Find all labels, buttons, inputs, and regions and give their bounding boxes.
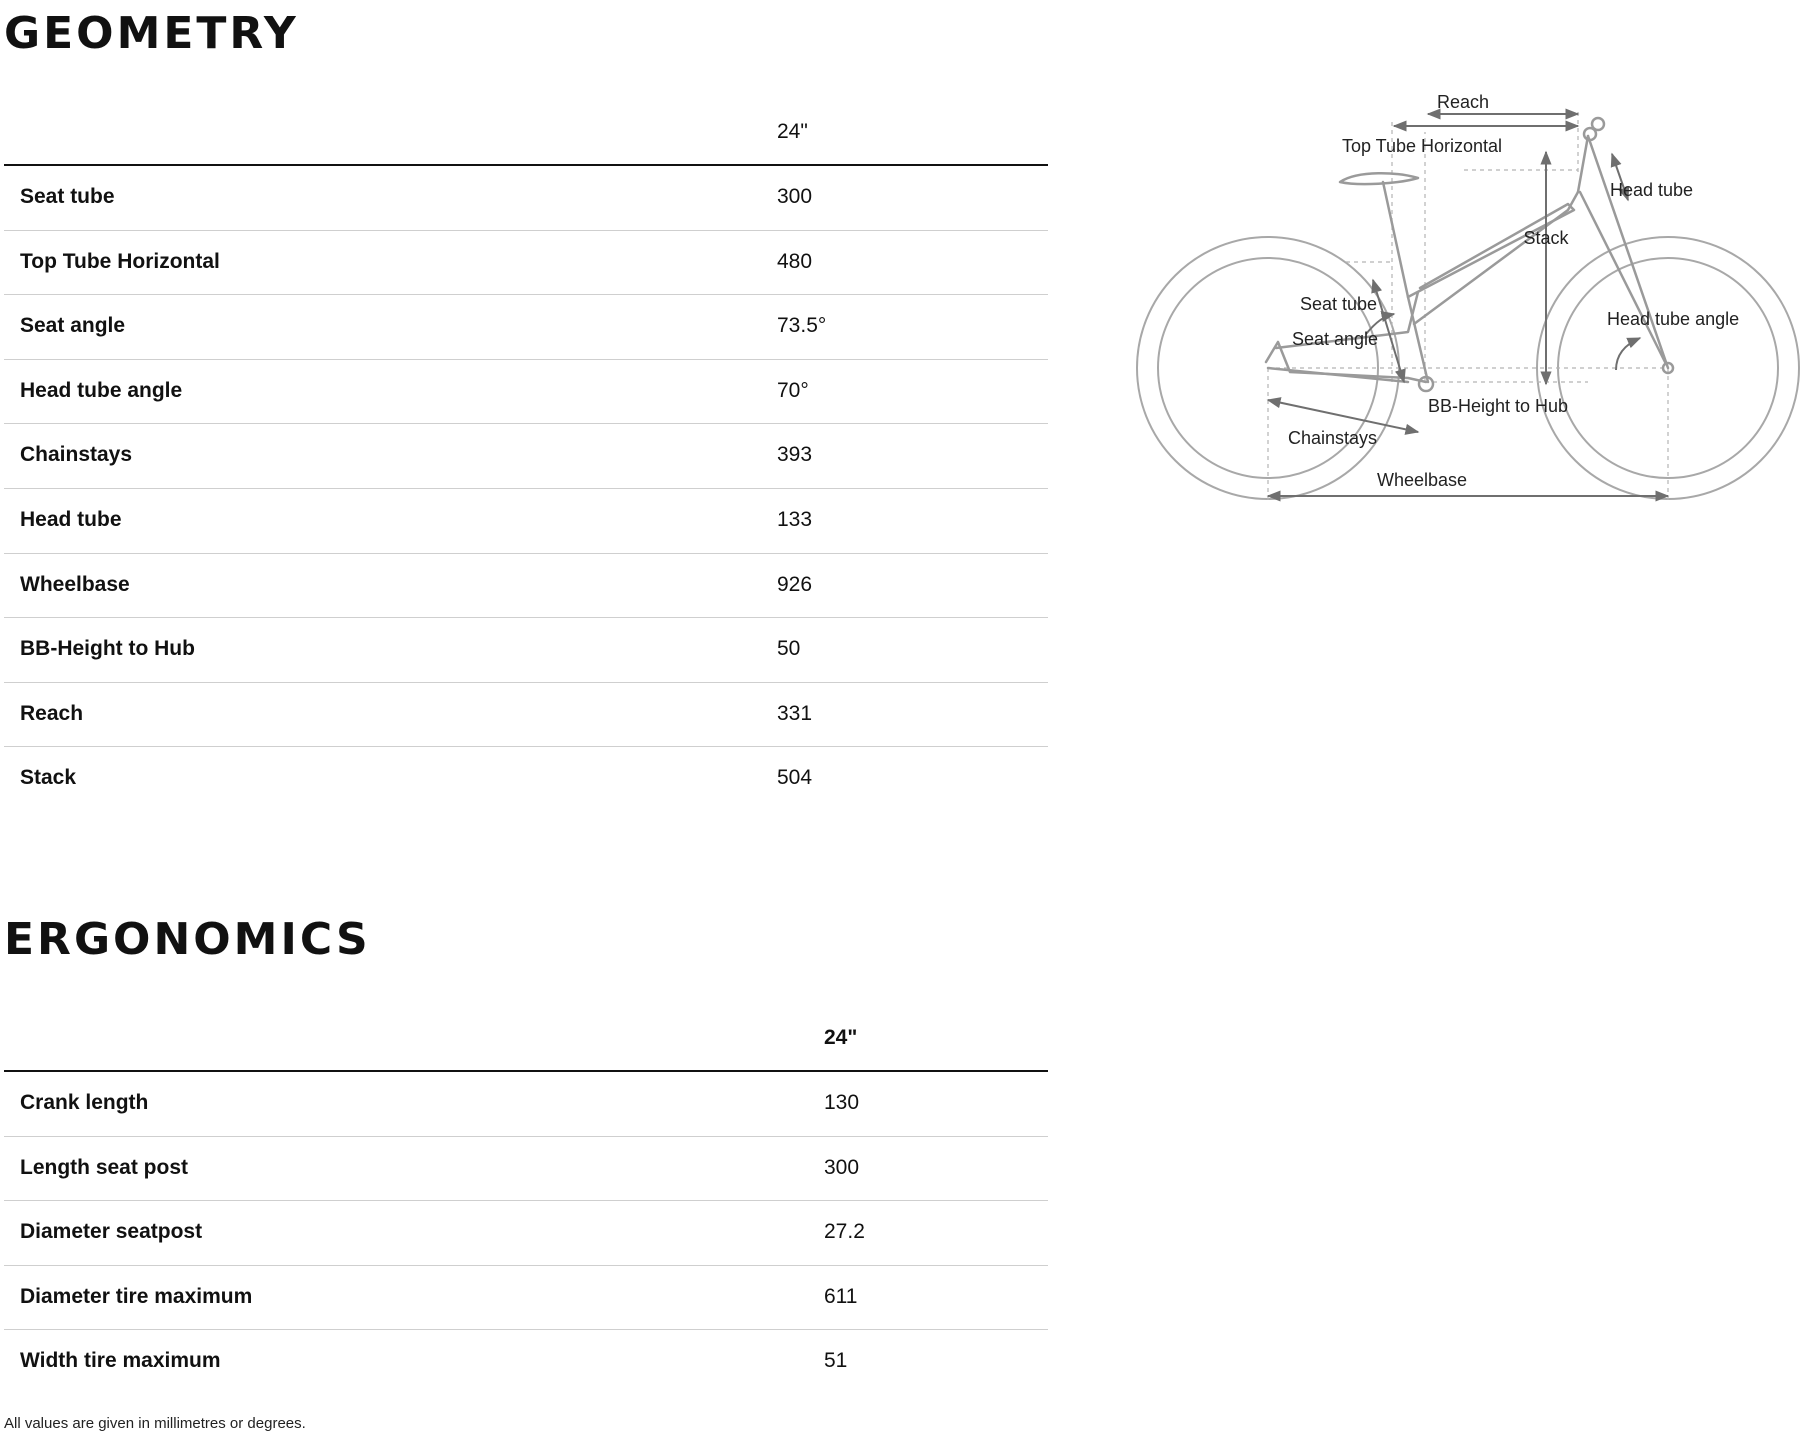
table-row: BB-Height to Hub 50 [4, 618, 1048, 683]
table-row: Wheelbase 926 [4, 554, 1048, 619]
table-row: Length seat post 300 [4, 1137, 1048, 1202]
table-row: Stack 504 [4, 747, 1048, 812]
row-value-crank-length: 130 [824, 1091, 860, 1114]
row-value-head-tube: 133 [777, 507, 813, 531]
diagram-label-head-tube-angle: Head tube angle [1607, 309, 1739, 329]
row-value-wheelbase: 926 [777, 572, 813, 596]
row-value-seat-angle: 73.5° [777, 314, 827, 338]
diagram-label-seat-angle: Seat angle [1292, 329, 1378, 349]
row-label-reach: Reach [20, 701, 84, 725]
row-value-head-tube-angle: 70° [777, 378, 809, 402]
row-label-bb-height-to-hub: BB-Height to Hub [20, 637, 195, 661]
row-value-stack: 504 [777, 766, 813, 790]
diagram-label-reach: Reach [1437, 92, 1489, 112]
table-row: Seat angle 73.5° [4, 295, 1048, 360]
row-label-diameter-tire-maximum: Diameter tire maximum [20, 1284, 253, 1308]
row-value-reach: 331 [777, 701, 813, 725]
table-row: Head tube angle 70° [4, 360, 1048, 425]
row-label-top-tube-horizontal: Top Tube Horizontal [20, 249, 220, 273]
bike-geometry-diagram: Reach Top Tube Horizontal Head tube Stac… [1136, 92, 1800, 502]
diagram-label-top-tube: Top Tube Horizontal [1342, 136, 1502, 156]
table-row: Diameter seatpost 27.2 [4, 1201, 1048, 1266]
diagram-label-head-tube: Head tube [1610, 180, 1693, 200]
ergonomics-table-header: 24" [4, 1018, 1048, 1072]
table-row: Seat tube 300 [4, 166, 1048, 231]
table-row: Diameter tire maximum 611 [4, 1266, 1048, 1331]
ergonomics-title: ERGONOMICS [4, 914, 371, 965]
units-footnote: All values are given in millimetres or d… [4, 1415, 306, 1432]
table-row: Reach 331 [4, 683, 1048, 748]
row-label-diameter-seatpost: Diameter seatpost [20, 1220, 203, 1244]
row-label-stack: Stack [20, 766, 77, 790]
table-row: Chainstays 393 [4, 424, 1048, 489]
table-row: Width tire maximum 51 [4, 1330, 1048, 1395]
ergonomics-table: 24" Crank length 130 Length seat post 30… [4, 1018, 1048, 1395]
diagram-label-wheelbase: Wheelbase [1377, 470, 1467, 490]
geometry-table: 24" Seat tube 300 Top Tube Horizontal 48… [4, 112, 1048, 812]
geometry-size-header: 24" [777, 120, 808, 143]
row-value-top-tube-horizontal: 480 [777, 249, 813, 273]
diagram-label-bb-height: BB-Height to Hub [1428, 396, 1568, 416]
diagram-label-stack: Stack [1523, 228, 1569, 248]
row-label-wheelbase: Wheelbase [20, 572, 130, 596]
row-value-length-seat-post: 300 [824, 1155, 860, 1179]
geometry-table-header: 24" [4, 112, 1048, 166]
ergonomics-size-header: 24" [824, 1026, 858, 1049]
table-row: Top Tube Horizontal 480 [4, 231, 1048, 296]
row-value-chainstays: 393 [777, 443, 813, 467]
row-value-bb-height-to-hub: 50 [777, 637, 801, 661]
row-value-width-tire-maximum: 51 [824, 1349, 848, 1373]
diagram-label-chainstays: Chainstays [1288, 428, 1377, 448]
row-label-crank-length: Crank length [20, 1091, 149, 1114]
row-label-head-tube: Head tube [20, 507, 122, 531]
row-value-diameter-tire-maximum: 611 [824, 1284, 858, 1308]
row-label-seat-tube: Seat tube [20, 185, 115, 208]
geometry-title: GEOMETRY [4, 8, 299, 59]
row-label-seat-angle: Seat angle [20, 314, 126, 338]
row-label-length-seat-post: Length seat post [20, 1155, 189, 1179]
dimension-arrows [1266, 108, 1670, 502]
row-value-seat-tube: 300 [777, 185, 813, 208]
row-label-width-tire-maximum: Width tire maximum [20, 1349, 221, 1373]
row-label-head-tube-angle: Head tube angle [20, 378, 183, 402]
row-value-diameter-seatpost: 27.2 [824, 1220, 865, 1244]
diagram-label-seat-tube: Seat tube [1300, 294, 1377, 314]
row-label-chainstays: Chainstays [20, 443, 133, 467]
table-row: Head tube 133 [4, 489, 1048, 554]
bike-frame [1264, 116, 1675, 393]
table-row: Crank length 130 [4, 1072, 1048, 1137]
